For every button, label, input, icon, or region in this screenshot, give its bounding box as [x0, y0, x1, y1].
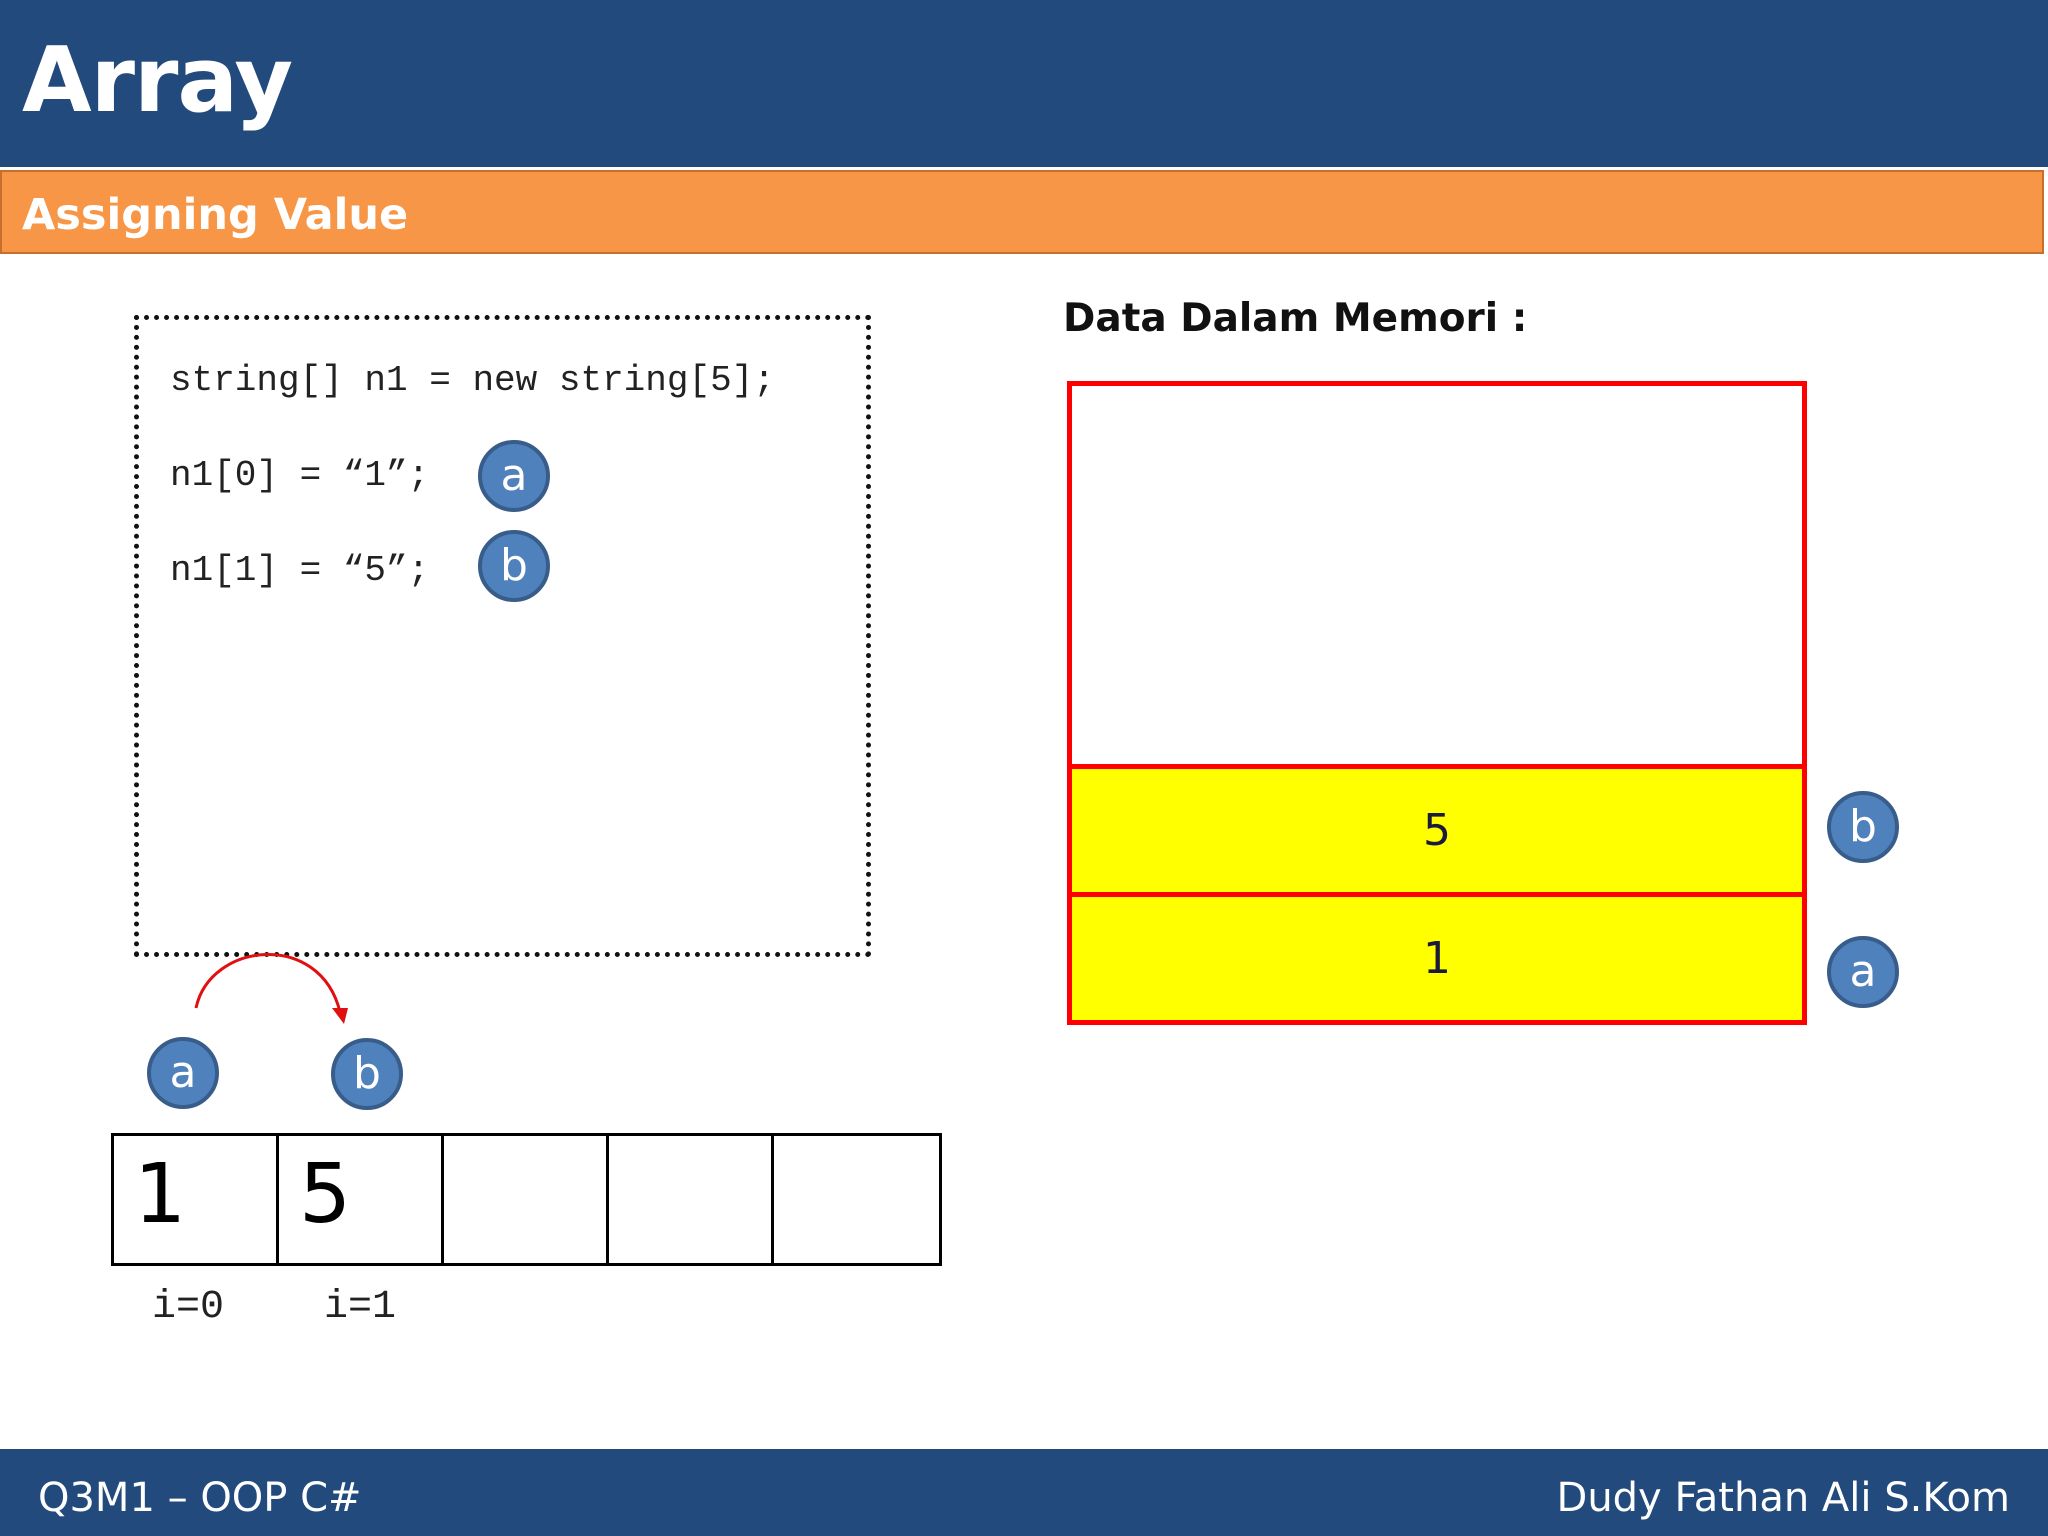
marker-a-code: a	[478, 440, 550, 512]
code-line-assign-0: n1[0] = “1”;	[170, 455, 430, 496]
marker-b-memory: b	[1827, 791, 1899, 863]
footer-course: Q3M1 – OOP C#	[38, 1475, 362, 1521]
marker-b-code: b	[478, 530, 550, 602]
array-cell-4	[774, 1136, 939, 1263]
array-cell-0-value: 1	[134, 1147, 187, 1242]
slide-footer: Q3M1 – OOP C# Dudy Fathan Ali S.Kom	[0, 1449, 2048, 1536]
footer-author: Dudy Fathan Ali S.Kom	[1556, 1475, 2010, 1521]
memory-heading: Data Dalam Memori :	[1063, 296, 1528, 341]
code-box	[134, 315, 871, 957]
index-label-1: i=1	[324, 1285, 397, 1330]
slide-header: Array	[0, 0, 2048, 167]
code-line-assign-1: n1[1] = “5”;	[170, 550, 430, 591]
slide-title: Array	[22, 28, 293, 133]
section-bar: Assigning Value	[0, 170, 2044, 254]
section-subtitle: Assigning Value	[22, 190, 409, 240]
array-cell-2	[444, 1136, 609, 1263]
array-cell-3	[609, 1136, 774, 1263]
array-cell-0: 1	[114, 1136, 279, 1263]
memory-block: 5 1	[1067, 381, 1807, 1025]
marker-b-array: b	[331, 1038, 403, 1110]
memory-cell-b: 5	[1072, 764, 1802, 892]
index-arrow	[194, 953, 348, 1024]
index-label-0: i=0	[152, 1285, 225, 1330]
memory-free-space	[1072, 386, 1802, 764]
array-cell-1: 5	[279, 1136, 444, 1263]
memory-cell-a: 1	[1072, 892, 1802, 1020]
code-line-declaration: string[] n1 = new string[5];	[170, 360, 775, 401]
marker-a-array: a	[147, 1037, 219, 1109]
marker-a-memory: a	[1827, 936, 1899, 1008]
array-cell-1-value: 5	[299, 1147, 352, 1242]
array-diagram: 1 5	[111, 1133, 942, 1266]
